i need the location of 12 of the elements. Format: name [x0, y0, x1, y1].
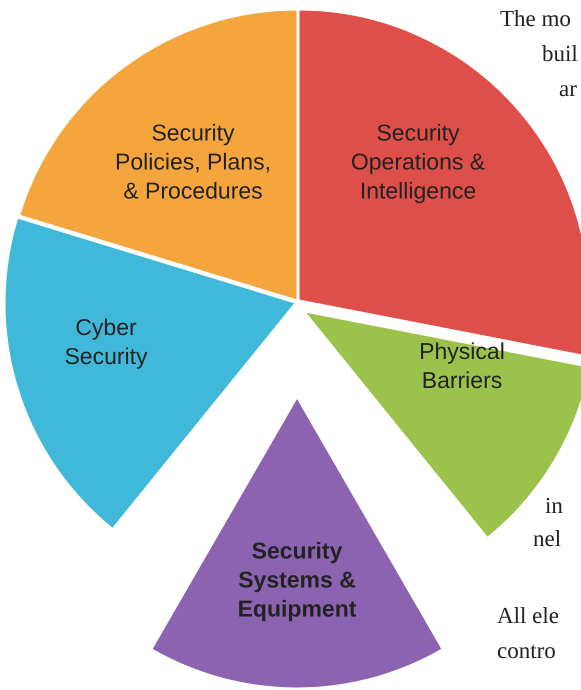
body-text: All ele	[497, 603, 559, 629]
body-text: buil	[542, 41, 578, 67]
body-text: contro	[497, 638, 556, 664]
segment-label: Cyber Security	[63, 313, 149, 371]
body-text: in	[545, 493, 563, 519]
segment-label: Security Systems & Equipment	[236, 536, 358, 624]
body-text: nel	[533, 526, 562, 552]
body-text: The mo	[500, 6, 571, 32]
segment-label: Security Operations & Intelligence	[350, 118, 486, 206]
segment-label: Security Policies, Plans, & Procedures	[114, 118, 272, 206]
body-text: ar	[559, 76, 577, 102]
segment-label: Physical Barriers	[418, 337, 506, 395]
